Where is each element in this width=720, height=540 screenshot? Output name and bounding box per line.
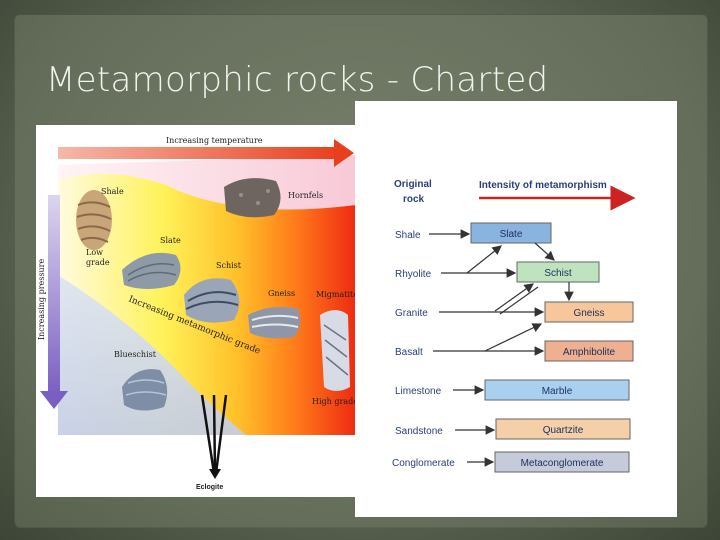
box-slate <box>470 222 552 244</box>
header-rock: rock <box>403 194 425 205</box>
connector-arrows <box>429 229 574 467</box>
label-hornfels: Hornfels <box>288 191 323 200</box>
rock-blueschist <box>122 369 168 411</box>
rock-hornfels <box>224 178 281 218</box>
product-marble: Marble <box>542 386 573 397</box>
grade-diagram-svg: Increasing temperature Increasing pressu… <box>36 125 356 497</box>
original-conglomerate: Conglomerate <box>392 458 455 469</box>
label-schist: Schist <box>216 261 242 270</box>
original-limestone: Limestone <box>395 386 442 397</box>
header-original: Original <box>394 179 432 190</box>
original-shale: Shale <box>395 230 421 241</box>
original-rhyolite: Rhyolite <box>395 269 432 280</box>
box-marble <box>484 379 630 401</box>
box-gneiss <box>544 301 634 323</box>
original-basalt: Basalt <box>395 347 423 358</box>
label-blueschist: Blueschist <box>114 350 157 359</box>
box-quartzite <box>495 418 631 440</box>
metamorphic-grade-diagram: Increasing temperature Increasing pressu… <box>36 125 356 497</box>
product-slate: Slate <box>500 229 523 240</box>
rock-slate <box>122 252 181 289</box>
box-amphibolite <box>544 340 634 362</box>
product-metaconglomerate: Metaconglomerate <box>521 458 604 469</box>
label-low-grade-line2: grade <box>86 258 110 267</box>
label-migmatite: Migmatite <box>316 290 356 299</box>
label-increasing-temperature: Increasing temperature <box>166 136 263 145</box>
rock-gneiss <box>248 307 301 339</box>
label-slate: Slate <box>160 236 181 245</box>
pressure-arrow-head <box>40 391 68 409</box>
product-quartzite: Quartzite <box>543 425 584 436</box>
temperature-arrow-shaft <box>58 147 338 159</box>
product-schist: Schist <box>544 268 571 279</box>
label-eclogite: Eclogite <box>196 484 223 491</box>
rock-migmatite <box>320 310 350 391</box>
pressure-arrow-shaft <box>48 195 60 395</box>
parent-rock-chart-svg: Original rock Intensity of metamorphism … <box>392 179 636 473</box>
slide-title: Metamorphic rocks - Charted <box>46 60 549 100</box>
high-pressure-zone <box>58 275 246 435</box>
label-increasing-pressure: Increasing pressure <box>37 259 46 340</box>
product-amphibolite: Amphibolite <box>563 347 616 358</box>
box-metaconglomerate <box>494 451 630 473</box>
parent-rock-chart: Original rock Intensity of metamorphism … <box>355 101 677 517</box>
temperature-arrow-head <box>334 139 354 167</box>
rock-shale <box>76 190 112 250</box>
label-gneiss: Gneiss <box>268 289 295 298</box>
rock-schist <box>184 278 240 323</box>
low-pressure-zone <box>58 155 356 210</box>
product-gneiss: Gneiss <box>573 308 604 319</box>
label-shale: Shale <box>101 187 124 196</box>
label-low-grade-line1: Low <box>86 248 103 257</box>
original-sandstone: Sandstone <box>395 426 443 437</box>
box-schist <box>516 261 600 283</box>
header-intensity: Intensity of metamorphism <box>479 180 607 191</box>
label-high-grade: High grade <box>312 397 356 406</box>
eclogite-arrows <box>200 394 228 479</box>
original-granite: Granite <box>395 308 428 319</box>
